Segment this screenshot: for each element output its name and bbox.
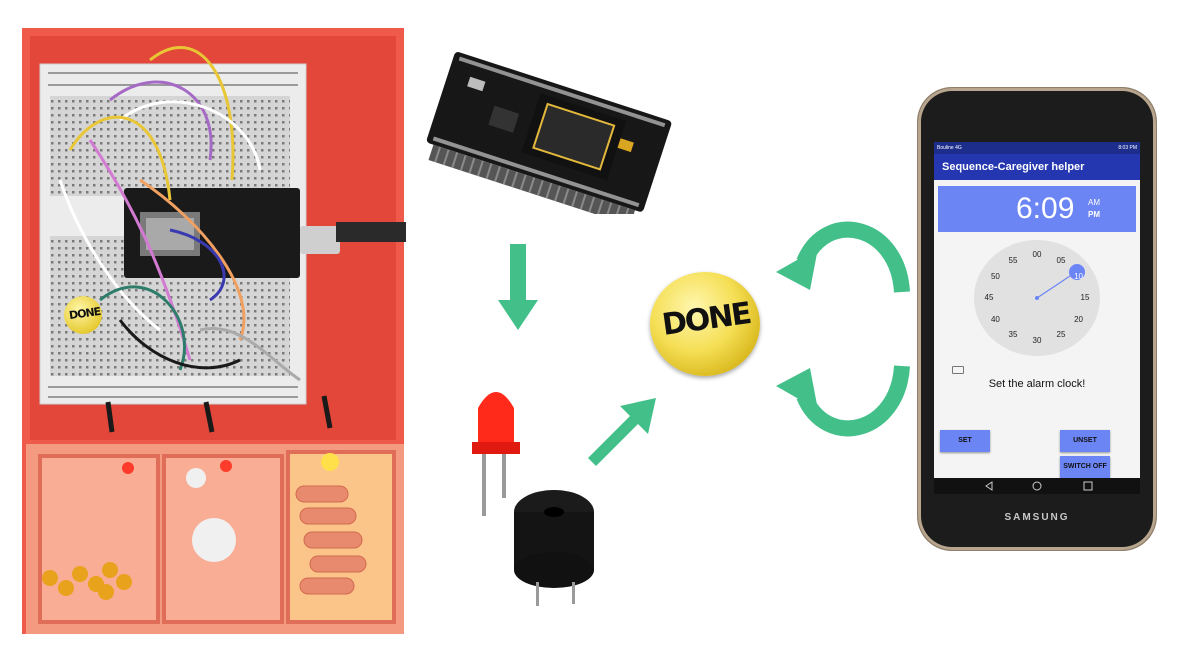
buzzer (504, 484, 604, 608)
back-icon[interactable] (986, 482, 992, 490)
dial-number-40[interactable]: 40 (987, 315, 1003, 324)
set-button[interactable]: SET (940, 430, 990, 452)
dial-number-50[interactable]: 50 (987, 272, 1003, 281)
time-display[interactable]: 6:09 (1016, 190, 1074, 228)
alarm-message: Set the alarm clock! (934, 378, 1140, 390)
dial-number-00[interactable]: 00 (1029, 250, 1045, 259)
dial-number-25[interactable]: 25 (1053, 330, 1069, 339)
clock-dial[interactable]: 00 0510 15 2025 30 3540 45 5055 (974, 240, 1100, 356)
home-icon[interactable] (1033, 482, 1041, 490)
enclosure-done-label: DONE (68, 305, 101, 322)
dial-number-30[interactable]: 30 (1029, 336, 1045, 345)
done-button: DONE (650, 272, 760, 376)
nav-bar (934, 478, 1140, 494)
dial-number-55[interactable]: 55 (1005, 256, 1021, 265)
switch-off-button[interactable]: SWITCH OFF (1060, 456, 1110, 478)
status-left: Bouline 4G (937, 142, 962, 154)
unset-button[interactable]: UNSET (1060, 430, 1110, 452)
done-button-label: DONE (660, 296, 752, 343)
recents-icon[interactable] (1084, 482, 1092, 490)
pm-toggle[interactable]: PM (1088, 210, 1100, 219)
dial-number-35[interactable]: 35 (1005, 330, 1021, 339)
keyboard-icon[interactable] (952, 366, 964, 374)
dial-number-10[interactable]: 10 (1071, 272, 1087, 281)
nodemcu-board (420, 44, 680, 214)
cycle-arrow-icon (770, 214, 910, 444)
dial-number-45[interactable]: 45 (981, 293, 997, 302)
status-bar: Bouline 4G 8:03 PM (934, 142, 1140, 154)
down-arrow-icon (496, 244, 540, 334)
am-toggle[interactable]: AM (1088, 198, 1100, 207)
phone-brand: SAMSUNG (918, 512, 1156, 523)
up-right-arrow-icon (582, 392, 662, 472)
smartphone: Bouline 4G 8:03 PM Sequence-Caregiver he… (918, 88, 1156, 550)
phone-screen: Bouline 4G 8:03 PM Sequence-Caregiver he… (934, 142, 1140, 494)
dial-number-20[interactable]: 20 (1071, 315, 1087, 324)
dial-number-15[interactable]: 15 (1077, 293, 1093, 302)
enclosure-done-button: DONE (64, 296, 102, 334)
time-header: 6:09 AM PM (938, 186, 1136, 232)
breadboard-enclosure-illustration (0, 0, 420, 648)
app-title: Sequence-Caregiver helper (934, 154, 1140, 180)
status-time: 8:03 PM (1118, 142, 1137, 154)
dial-number-05[interactable]: 05 (1053, 256, 1069, 265)
